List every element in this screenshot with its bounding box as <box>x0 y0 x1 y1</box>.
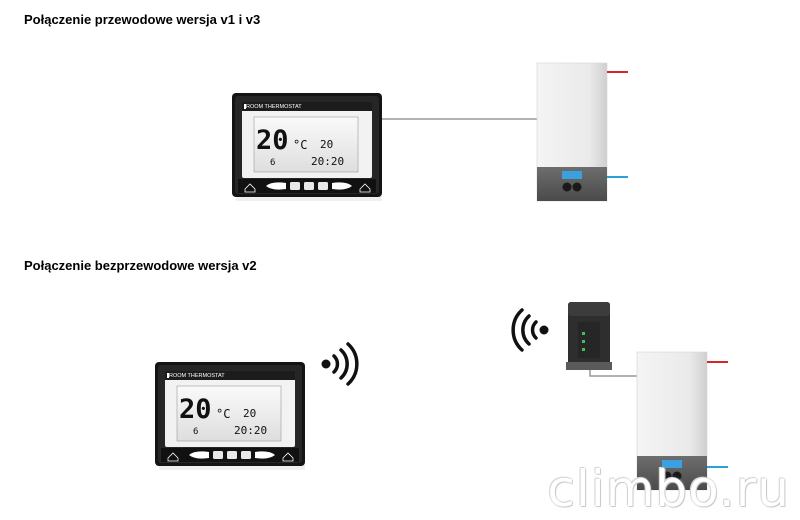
temperature-unit-wireless: °C <box>216 407 230 421</box>
main-temperature-wired: 20 <box>256 125 289 156</box>
receiver-cable <box>589 370 640 377</box>
temperature-unit-wired: °C <box>293 138 307 152</box>
wifi-signal-icon <box>321 342 359 386</box>
main-temperature-wireless: 20 <box>179 394 212 425</box>
clock-time-wireless: 20:20 <box>234 424 267 437</box>
clock-time-wired: 20:20 <box>311 155 344 168</box>
day-number-wireless: 6 <box>193 427 198 437</box>
day-number-wired: 6 <box>270 158 275 168</box>
watermark: climbo.ru <box>547 460 790 518</box>
thermostat-brand-label-wireless: ROOM THERMOSTAT <box>169 373 225 379</box>
set-temperature-wired: 20 <box>320 138 333 151</box>
wifi-signal-icon <box>511 308 549 352</box>
wired-boiler <box>536 62 608 202</box>
wireless-receiver-icon <box>566 302 612 370</box>
set-temperature-wireless: 20 <box>243 407 256 420</box>
wired-connection-heading: Połączenie przewodowe wersja v1 i v3 <box>24 12 261 27</box>
thermostat-brand-label-wired: ROOM THERMOSTAT <box>246 104 302 110</box>
wireless-connection-heading: Połączenie bezprzewodowe wersja v2 <box>24 258 257 273</box>
